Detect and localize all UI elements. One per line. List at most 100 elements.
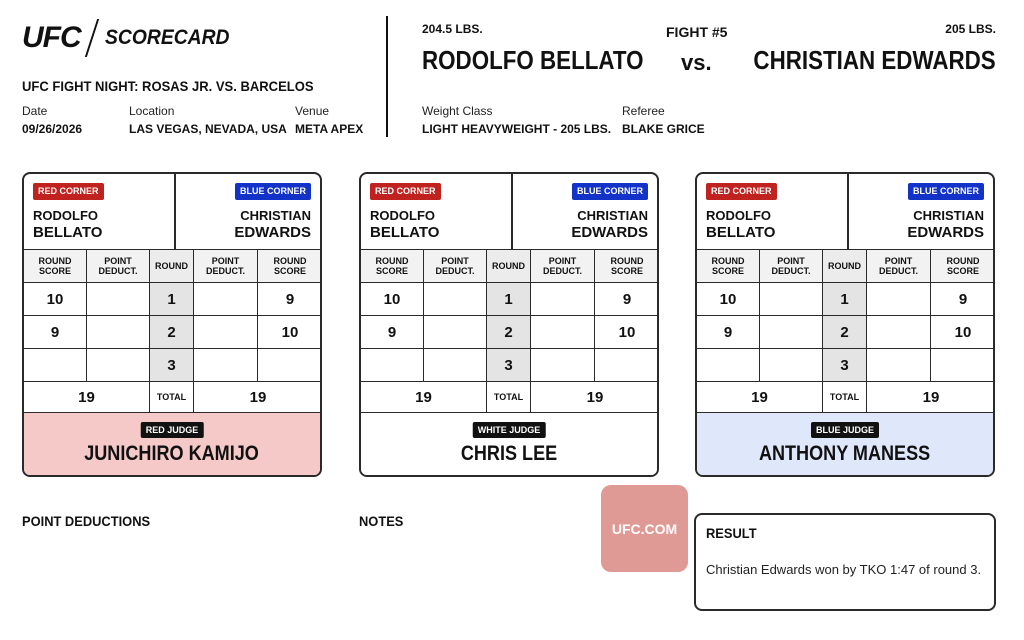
referee-value: BLAKE GRICE <box>622 122 705 136</box>
result-box: RESULT Christian Edwards won by TKO 1:47… <box>694 513 996 611</box>
round-number: 1 <box>487 283 531 315</box>
blue-round-score-header-line: SCORE <box>610 266 643 276</box>
ufc-com-button[interactable]: UFC.COM <box>601 485 688 572</box>
red-last-name: BELLATO <box>33 224 103 241</box>
judge-name: ANTHONY MANESS <box>759 442 931 465</box>
blue-round-score: 10 <box>281 323 299 341</box>
blue-point-deduct-header-line: DEDUCT. <box>878 266 918 276</box>
red-fighter-name: RODOLFO BELLATO <box>422 45 644 75</box>
red-corner-badge: RED CORNER <box>370 183 441 200</box>
red-first-name: RODOLFO <box>370 208 435 223</box>
blue-round-score-header-line: SCORE <box>273 266 306 276</box>
point-deductions-title: POINT DEDUCTIONS <box>22 513 151 529</box>
judge-name: CHRIS LEE <box>460 442 558 465</box>
blue-point-deduction <box>194 316 258 348</box>
blue-total: 19 <box>249 388 267 406</box>
blue-point-deduction <box>867 349 931 381</box>
judge-badge: WHITE JUDGE <box>472 422 546 438</box>
red-last-name: BELLATO <box>706 224 776 241</box>
blue-round-score: 9 <box>285 290 295 308</box>
judge-badge: RED JUDGE <box>140 422 204 438</box>
judge-name: JUNICHIRO KAMIJO <box>84 442 260 465</box>
blue-round-score <box>595 349 657 381</box>
blue-point-deduct-header-line: POINT <box>884 256 913 266</box>
blue-fighter-weight: 205 LBS. <box>945 22 996 36</box>
red-point-deduction <box>87 349 150 381</box>
red-point-deduct-header-line: DEDUCT. <box>98 266 138 276</box>
blue-round-score: 10 <box>618 323 636 341</box>
scorecard-title: SCORECARD <box>104 26 230 49</box>
blue-last-name: EDWARDS <box>571 224 648 241</box>
red-point-deduct-header-line: POINT <box>441 256 469 266</box>
blue-corner-badge: BLUE CORNER <box>234 183 311 200</box>
meta-venue: Venue META APEX <box>295 104 363 136</box>
red-round-score <box>361 349 424 381</box>
blue-total: 19 <box>922 388 940 406</box>
venue-value: META APEX <box>295 122 364 136</box>
blue-point-deduction <box>531 349 595 381</box>
red-round-score: 9 <box>697 316 760 348</box>
red-point-deduct-header-line: DEDUCT. <box>435 266 475 276</box>
red-point-deduction <box>760 283 823 315</box>
round-number: 2 <box>487 316 531 348</box>
location-label: Location <box>129 104 175 118</box>
total-label: TOTAL <box>823 382 867 412</box>
blue-first-name: CHRISTIAN <box>913 208 984 223</box>
total-label: TOTAL <box>150 382 194 412</box>
blue-round-score: 10 <box>954 323 972 341</box>
red-point-deduction <box>760 316 823 348</box>
red-round-score-header-line: ROUND <box>38 256 72 266</box>
round-header: ROUND <box>823 250 867 282</box>
venue-label: Venue <box>295 104 330 118</box>
red-round-score-header-line: ROUND <box>375 256 409 266</box>
judge-name-row: ANTHONY MANESS <box>697 442 993 466</box>
header-divider <box>386 16 388 137</box>
judge-name-row: CHRIS LEE <box>361 442 657 466</box>
meta-referee: Referee BLAKE GRICE <box>622 104 705 136</box>
red-round-score <box>697 349 760 381</box>
round-row: 3 <box>697 349 993 382</box>
round-number: 1 <box>823 283 867 315</box>
blue-point-deduct-header-line: DEDUCT. <box>542 266 582 276</box>
weight-class-label: Weight Class <box>422 104 493 118</box>
red-point-deduct-header-line: POINT <box>777 256 805 266</box>
red-point-deduction <box>87 283 150 315</box>
red-round-score <box>24 349 87 381</box>
weight-class-value: LIGHT HEAVYWEIGHT - 205 LBS. <box>422 122 612 136</box>
blue-round-score-header-line: SCORE <box>946 266 979 276</box>
blue-point-deduct-header-line: POINT <box>548 256 577 266</box>
notes-title: NOTES <box>359 513 404 529</box>
date-label: Date <box>22 104 48 118</box>
logo-slash <box>84 19 99 57</box>
round-number: 2 <box>823 316 867 348</box>
red-point-deduct-header-line: POINT <box>104 256 132 266</box>
blue-point-deduction <box>531 316 595 348</box>
blue-point-deduction <box>194 283 258 315</box>
round-row: 3 <box>24 349 320 382</box>
red-corner-badge: RED CORNER <box>33 183 104 200</box>
red-total: 19 <box>697 382 823 412</box>
blue-round-score-header-line: ROUND <box>946 256 980 266</box>
red-point-deduction <box>760 349 823 381</box>
ufc-logo: UFC <box>22 21 82 54</box>
red-round-score-header-line: SCORE <box>38 266 71 276</box>
round-header: ROUND <box>487 250 531 282</box>
meta-date: Date 09/26/2026 <box>22 104 82 136</box>
blue-point-deduction <box>867 316 931 348</box>
